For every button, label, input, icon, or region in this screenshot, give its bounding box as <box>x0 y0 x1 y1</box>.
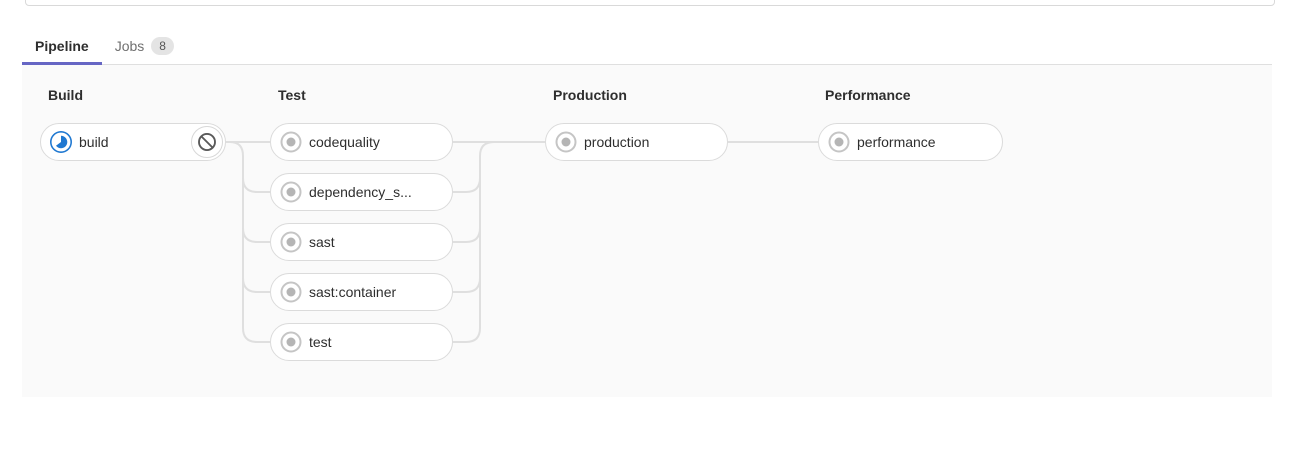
job-production[interactable]: production <box>545 123 728 161</box>
job-performance-label: performance <box>857 134 936 150</box>
jobs-count-badge: 8 <box>151 37 174 55</box>
status-created-icon <box>828 131 850 153</box>
tab-jobs[interactable]: Jobs 8 <box>102 28 187 64</box>
status-created-icon <box>280 131 302 153</box>
job-codequality-label: codequality <box>309 134 380 150</box>
tab-pipeline-label: Pipeline <box>35 38 89 54</box>
stage-header-test: Test <box>278 87 306 103</box>
stage-header-performance: Performance <box>825 87 911 103</box>
job-test-label: test <box>309 334 332 350</box>
tab-pipeline[interactable]: Pipeline <box>22 28 102 65</box>
stage-header-production: Production <box>553 87 627 103</box>
pipeline-graph: Build Test Production Performance build … <box>22 65 1272 397</box>
status-running-icon <box>50 131 72 153</box>
job-sast-label: sast <box>309 234 335 250</box>
status-created-icon <box>280 231 302 253</box>
job-codequality[interactable]: codequality <box>270 123 453 161</box>
job-performance[interactable]: performance <box>818 123 1003 161</box>
job-build[interactable]: build <box>40 123 226 161</box>
cancel-icon <box>198 133 216 151</box>
stage-connector-lines <box>226 141 818 343</box>
card-bottom-edge <box>25 0 1275 6</box>
tab-jobs-label: Jobs <box>114 38 145 54</box>
job-dependency-scanning-label: dependency_s... <box>309 184 412 200</box>
stage-header-build: Build <box>48 87 83 103</box>
status-created-icon <box>555 131 577 153</box>
job-production-label: production <box>584 134 650 150</box>
cancel-job-button[interactable] <box>191 126 223 158</box>
job-build-label: build <box>79 134 109 150</box>
job-test[interactable]: test <box>270 323 453 361</box>
status-created-icon <box>280 331 302 353</box>
pipeline-tabbar: Pipeline Jobs 8 <box>22 28 1272 65</box>
job-sast-container-label: sast:container <box>309 284 397 300</box>
status-created-icon <box>280 181 302 203</box>
job-sast[interactable]: sast <box>270 223 453 261</box>
status-created-icon <box>280 281 302 303</box>
job-sast-container[interactable]: sast:container <box>270 273 453 311</box>
job-dependency-scanning[interactable]: dependency_s... <box>270 173 453 211</box>
